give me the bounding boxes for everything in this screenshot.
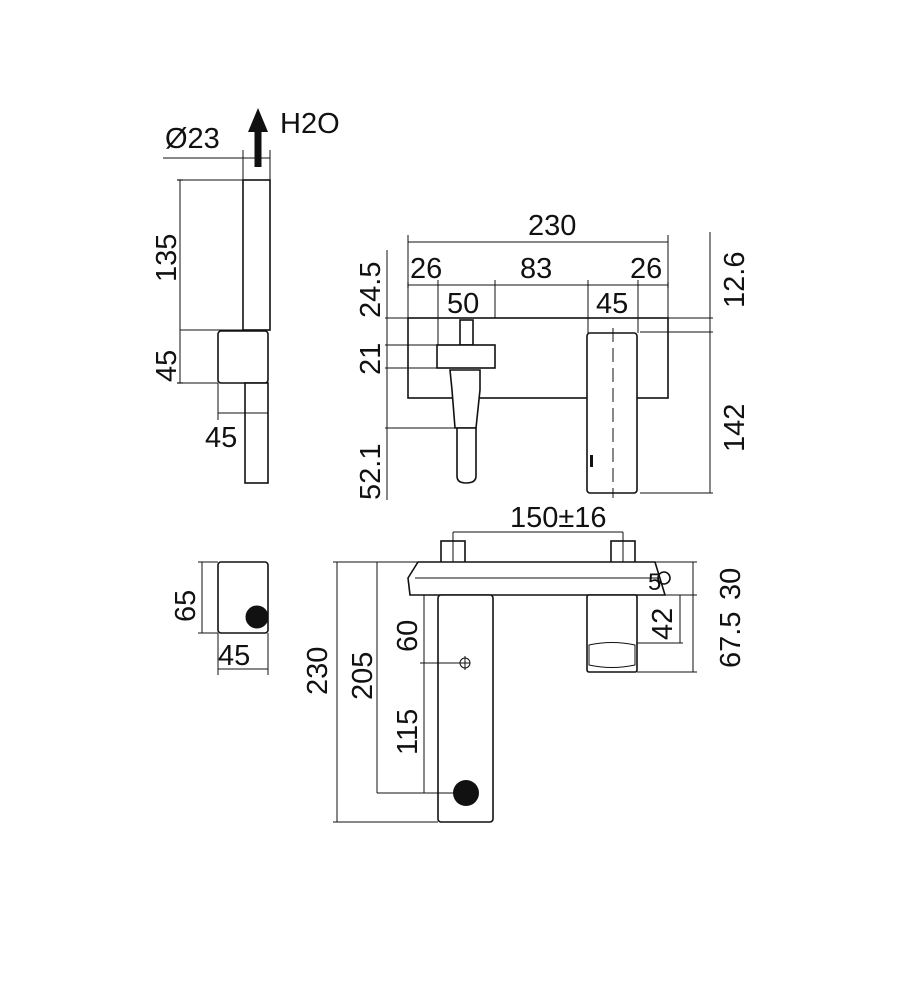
spout-body [242, 179, 271, 331]
plan-view: 150±16 5 30 42 67.5 230 205 60 115 [302, 502, 747, 823]
upper-segment-label: 60 [392, 620, 424, 652]
spout-height-label: 142 [719, 404, 751, 452]
spout-offset-label: 12.6 [719, 252, 751, 308]
handle-arm [437, 594, 494, 823]
height-lower-label: 45 [151, 350, 183, 382]
center-span-label: 83 [520, 253, 552, 285]
edge-label: 5 [648, 569, 661, 596]
stem [244, 382, 269, 484]
end-width-label: 45 [218, 640, 250, 672]
total-depth-label: 230 [302, 647, 334, 695]
lower-segment-label: 115 [392, 709, 424, 755]
handle-knob-icon [453, 780, 479, 806]
bottom-drop-label: 52.1 [355, 444, 387, 500]
left-offset-label: 26 [410, 253, 442, 285]
connector-icon [245, 605, 269, 629]
right-offset-label: 26 [630, 253, 662, 285]
mixer-body [407, 317, 669, 399]
diameter-label: Ø23 [165, 123, 220, 155]
post-spacing-label: 150±16 [510, 502, 607, 534]
valve-width-label: 50 [447, 288, 479, 320]
spout-width-label: 45 [596, 288, 628, 320]
end-height-label: 65 [170, 590, 202, 622]
width-bottom-label: 45 [205, 422, 237, 454]
supply-tube [456, 427, 477, 484]
plan-spout [586, 594, 638, 673]
valve-spindle [459, 319, 474, 346]
spout-reach-label: 42 [647, 608, 679, 640]
valve-cap [436, 344, 496, 369]
height-upper-label: 135 [151, 234, 183, 282]
valve-height-label: 21 [355, 343, 387, 375]
top-margin-label: 24.5 [355, 262, 387, 318]
spout-total-label: 67.5 [715, 612, 747, 668]
valve-block [217, 330, 269, 384]
front-view: 230 26 83 26 50 45 24.5 21 52.1 12.6 142 [355, 210, 751, 500]
side-view: Ø23 H2O 135 45 45 [151, 108, 340, 484]
spout [586, 332, 638, 494]
end-view: 65 45 [170, 561, 269, 675]
plate-depth-label: 30 [715, 568, 747, 600]
arrowhead-icon [248, 108, 268, 132]
flow-label: H2O [280, 108, 340, 140]
handle-depth-label: 205 [347, 652, 379, 700]
valve-connector [449, 369, 481, 429]
total-width-label: 230 [528, 210, 576, 242]
